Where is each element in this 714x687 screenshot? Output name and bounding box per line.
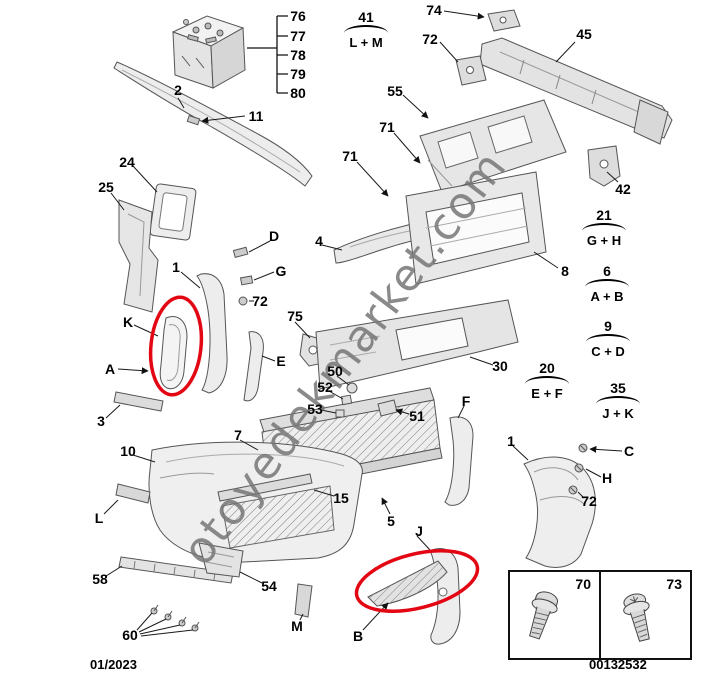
clip-72-left-part [238,296,248,306]
screw-72-right-part [568,485,578,495]
bumper-skin-part [148,441,363,563]
bolt-70-icon [529,591,558,640]
trim-strip-15-part [217,473,313,502]
bracket-strip-58-part [118,556,234,584]
sensor-50-part [346,382,358,394]
screw-C-part [578,443,588,453]
fastener-cell-70: 70 [510,572,599,658]
bracket-74-part [487,9,521,32]
hardware-kit-part [171,15,246,89]
screws-60-part [150,604,200,632]
bracket-24-part [149,183,197,241]
highlight-ellipse-foglamp [148,295,204,397]
fastener-cell-73: 73 [599,572,690,658]
side-bracket-1-left-part [196,273,228,394]
screw-H-part [574,463,584,473]
fastener-label-73: 73 [666,576,682,592]
trim-strip-3-part [113,391,164,412]
sensor-53-part [335,409,345,418]
bumper-beam-part [479,37,673,145]
revision-date: 01/2023 [90,657,137,672]
trim-strip-M-part [294,583,313,618]
leader-lines [103,10,623,637]
bracket-F-part [444,416,474,506]
fastener-label-70: 70 [575,576,591,592]
upper-crossmember-part [419,99,567,193]
bracket-lines-76-80 [247,15,288,94]
highlight-ellipse-corner [354,549,480,613]
clip-11-part [186,114,201,126]
fog-lamp-part [159,316,188,390]
bracket-54-part [198,542,244,578]
upper-trim-blade-part [113,61,313,187]
trim-strip-L-part [115,483,151,504]
bolt-73-icon [623,593,650,642]
fasteners-box: 70 73 [508,570,692,660]
clip-D-part [232,246,249,259]
grille-frame-part [405,171,547,285]
filler-B-part [367,560,448,607]
center-support-part [315,299,519,390]
document-number: 00132532 [589,657,647,672]
side-panel-25-part [118,199,159,313]
sensor-52-part [340,394,353,406]
corner-panel-1-right-part [523,456,596,568]
bracket-E-part [243,331,264,402]
bracket-72-top-part [455,55,487,86]
clip-G-part [239,275,254,286]
